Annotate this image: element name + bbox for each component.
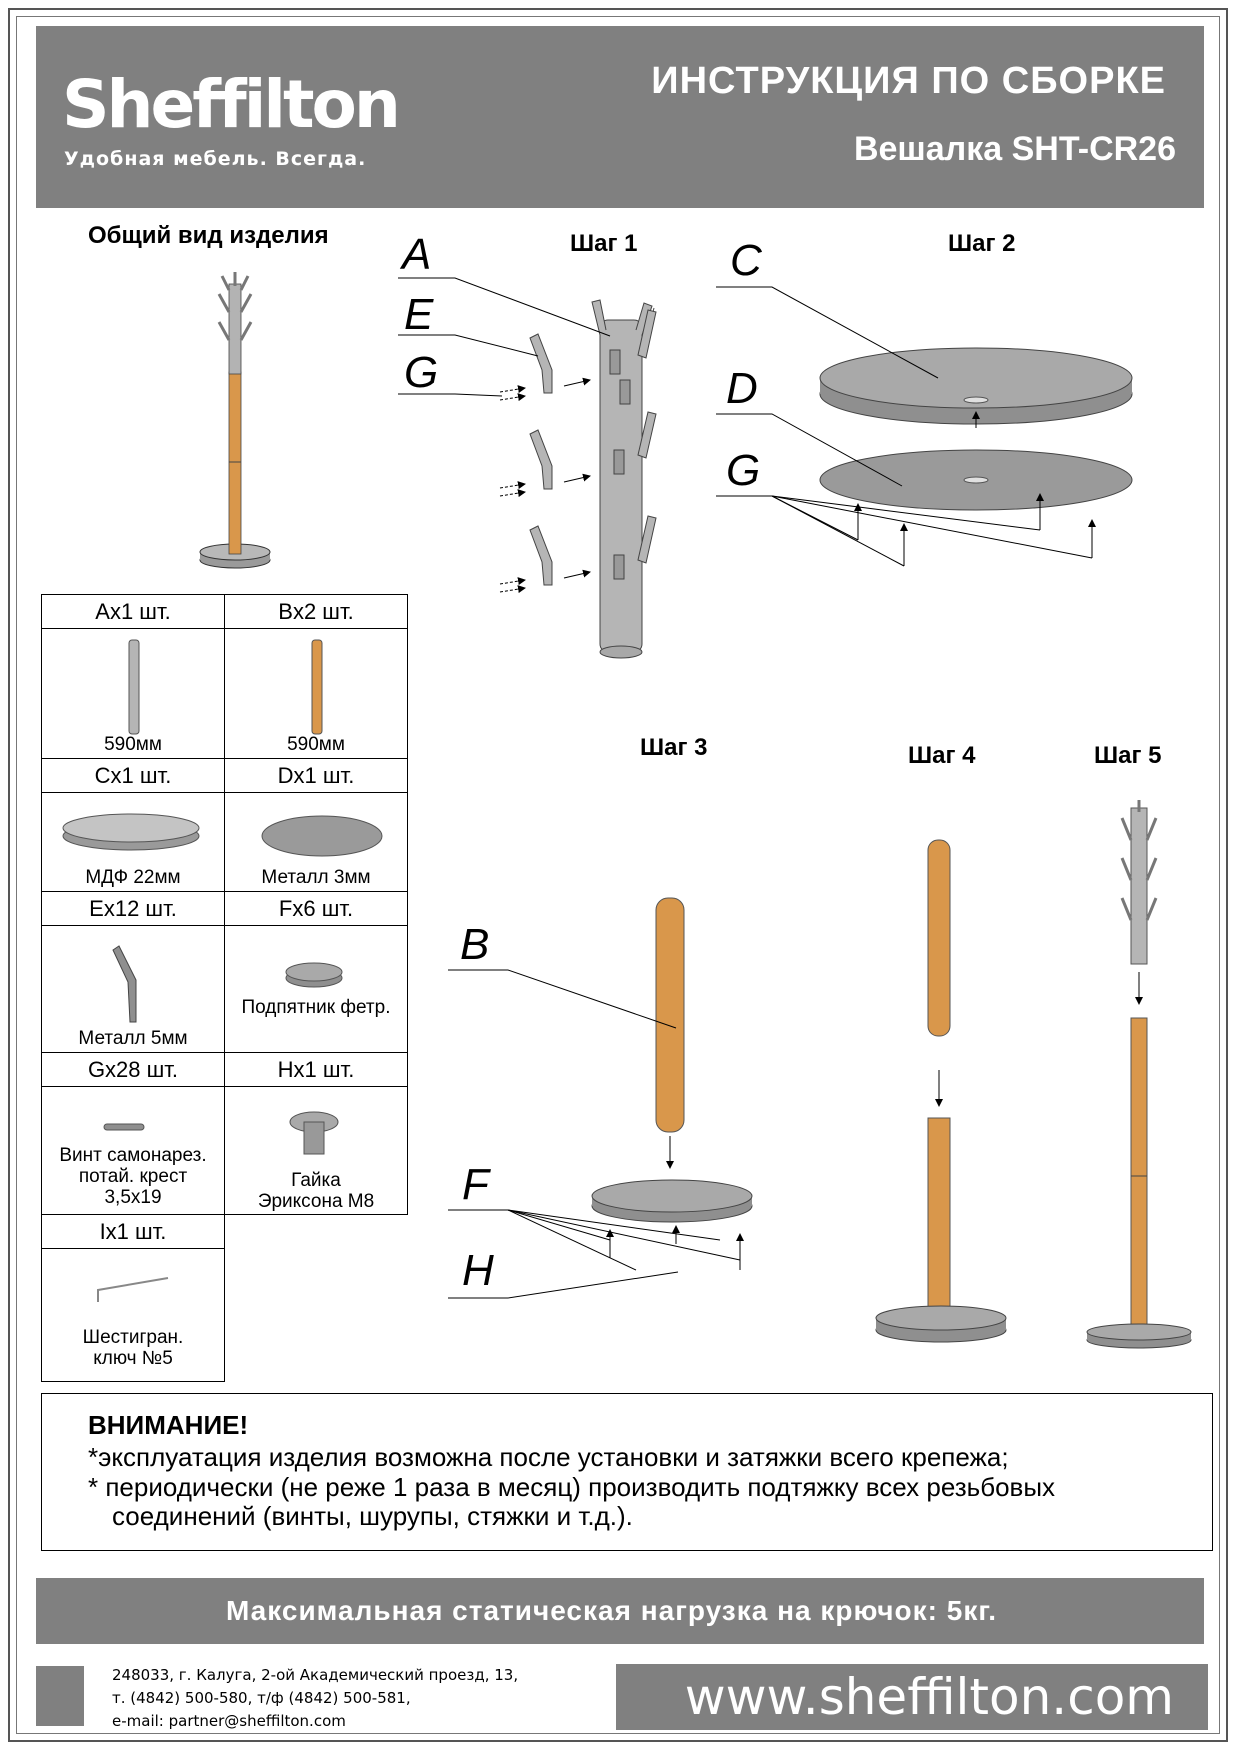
step-1-title: Шаг 1 bbox=[570, 230, 638, 257]
attention-heading: ВНИМАНИЕ! bbox=[88, 1410, 249, 1440]
part-h-qty: Hx1 шт. bbox=[224, 1052, 408, 1087]
attention-line-2: * периодически (не реже 1 раза в месяц) … bbox=[88, 1472, 1056, 1502]
part-b-qty: Bx2 шт. bbox=[224, 594, 408, 629]
part-c-qty: Cx1 шт. bbox=[41, 758, 225, 793]
part-a-caption: 590мм bbox=[104, 734, 162, 755]
outer-frame bbox=[8, 8, 1228, 1742]
contact-line-1: 248033, г. Калуга, 2-ой Академический пр… bbox=[112, 1666, 519, 1684]
part-b-cell: 590мм bbox=[224, 628, 408, 759]
part-h-caption-2: Эриксона М8 bbox=[257, 1191, 375, 1212]
step-1-illustration bbox=[398, 277, 657, 659]
callout-letter-h: H bbox=[462, 1246, 494, 1295]
product-model: Вешалка SHT-CR26 bbox=[853, 130, 1176, 168]
brand-logo: Sheffilton bbox=[62, 66, 401, 143]
callout-letter-e: E bbox=[404, 290, 434, 339]
callout-letter-g-step1: G bbox=[404, 348, 439, 397]
part-d-cell: Металл 3мм bbox=[224, 792, 408, 892]
step-3-title: Шаг 3 bbox=[640, 734, 708, 761]
step-2-illustration bbox=[716, 286, 1133, 567]
website-banner: www.sheffilton.com bbox=[616, 1664, 1208, 1730]
part-i-qty: Ix1 шт. bbox=[41, 1214, 225, 1249]
part-i-caption-1: Шестигран. bbox=[82, 1327, 184, 1348]
part-f-cell: Подпятник фетр. bbox=[224, 925, 408, 1053]
max-load-text: Максимальная статическая нагрузка на крю… bbox=[226, 1595, 997, 1626]
part-a-cell: 590мм bbox=[41, 628, 225, 759]
part-g-caption-3: 3,5x19 bbox=[104, 1187, 162, 1208]
document-title: ИНСТРУКЦИЯ ПО СБОРКЕ bbox=[651, 60, 1166, 102]
part-g-cell: Винт самонарез. потай. крест 3,5x19 bbox=[41, 1086, 225, 1215]
callout-letter-b: B bbox=[460, 920, 490, 969]
step-2-title: Шаг 2 bbox=[948, 230, 1016, 257]
part-g-caption-1: Винт самонарез. bbox=[59, 1145, 207, 1166]
callout-letter-c: C bbox=[730, 236, 762, 285]
part-c-caption: МДФ 22мм bbox=[85, 867, 181, 888]
part-i-caption-2: ключ №5 bbox=[93, 1348, 173, 1369]
part-h-cell: Гайка Эриксона М8 bbox=[224, 1086, 408, 1215]
inner-frame bbox=[16, 16, 1220, 1734]
part-g-qty: Gx28 шт. bbox=[41, 1052, 225, 1087]
part-e-cell: Металл 5мм bbox=[41, 925, 225, 1053]
part-d-caption: Металл 3мм bbox=[261, 867, 371, 888]
part-e-caption: Металл 5мм bbox=[78, 1028, 188, 1049]
contact-line-3: e-mail: partner@sheffilton.com bbox=[112, 1712, 346, 1730]
attention-line-1: *эксплуатация изделия возможна после уст… bbox=[88, 1442, 1009, 1472]
part-b-caption: 590мм bbox=[287, 734, 345, 755]
attention-line-3: соединений (винты, шурупы, стяжки и т.д.… bbox=[112, 1501, 633, 1531]
footer-gray-block bbox=[36, 1666, 84, 1726]
parts-table: Ax1 шт. Bx2 шт. 590мм 590мм Cx1 шт. Dx1 … bbox=[41, 594, 408, 1382]
header-banner bbox=[36, 26, 1204, 208]
callout-letter-d: D bbox=[726, 364, 758, 413]
step-5-title: Шаг 5 bbox=[1094, 742, 1162, 769]
part-a-qty: Ax1 шт. bbox=[41, 594, 225, 629]
contact-address: 248033, г. Калуга, 2-ой Академический пр… bbox=[112, 1664, 518, 1733]
brand-slogan: Удобная мебель. Всегда. bbox=[64, 148, 367, 170]
part-g-caption-2: потай. крест bbox=[78, 1166, 188, 1187]
part-i-cell: Шестигран. ключ №5 bbox=[41, 1248, 225, 1382]
callout-letter-a: A bbox=[402, 230, 432, 279]
contact-line-2: т. (4842) 500-580, т/ф (4842) 500-581, bbox=[112, 1689, 411, 1707]
step-4-illustration bbox=[875, 839, 1007, 1343]
website-link[interactable]: www.sheffilton.com bbox=[684, 1668, 1174, 1726]
overview-coat-rack bbox=[199, 272, 271, 569]
callout-letter-f: F bbox=[462, 1160, 489, 1209]
callout-letter-g-step2: G bbox=[726, 446, 761, 495]
step-5-illustration bbox=[1086, 800, 1192, 1349]
part-d-qty: Dx1 шт. bbox=[224, 758, 408, 793]
step-4-title: Шаг 4 bbox=[908, 742, 976, 769]
attention-box: ВНИМАНИЕ! *эксплуатация изделия возможна… bbox=[41, 1393, 1213, 1551]
overview-title: Общий вид изделия bbox=[88, 222, 329, 249]
part-c-cell: МДФ 22мм bbox=[41, 792, 225, 892]
max-load-banner: Максимальная статическая нагрузка на крю… bbox=[36, 1578, 1204, 1644]
part-e-qty: Ex12 шт. bbox=[41, 891, 225, 926]
step-3-illustration bbox=[448, 897, 753, 1299]
part-h-caption-1: Гайка bbox=[291, 1170, 341, 1191]
part-f-qty: Fx6 шт. bbox=[224, 891, 408, 926]
part-f-caption: Подпятник фетр. bbox=[241, 997, 391, 1018]
